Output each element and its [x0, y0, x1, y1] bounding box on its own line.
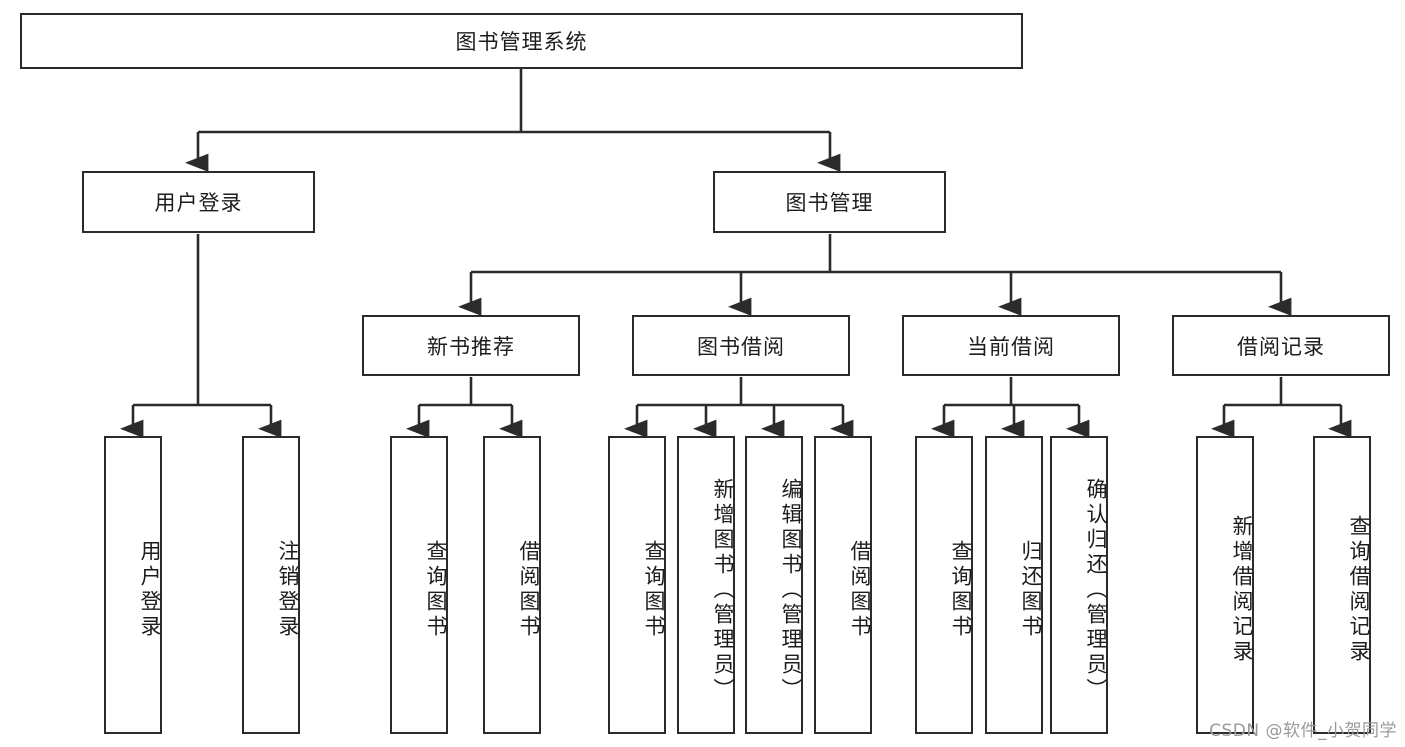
- node-label: 确认归还（管理员）: [1084, 477, 1108, 703]
- node-book-management[interactable]: 图书管理: [713, 171, 946, 233]
- node-label: 图书管理系统: [455, 30, 588, 54]
- node-label: 查询借阅记录: [1347, 515, 1371, 665]
- node-user-login[interactable]: 用户登录: [82, 171, 315, 233]
- leaf-user-login-logout[interactable]: 注销登录: [242, 436, 300, 734]
- leaf-borrow-query-book[interactable]: 查询图书: [608, 436, 666, 734]
- leaf-borrow-add-book-admin[interactable]: 新增图书（管理员）: [677, 436, 735, 734]
- node-label: 用户登录: [154, 191, 243, 215]
- node-label: 新书推荐: [427, 334, 515, 359]
- node-label: 新增图书（管理员）: [711, 477, 735, 703]
- leaf-recommend-query-book[interactable]: 查询图书: [390, 436, 448, 734]
- node-borrow-record[interactable]: 借阅记录: [1172, 315, 1390, 376]
- leaf-borrow-edit-book-admin[interactable]: 编辑图书（管理员）: [745, 436, 803, 734]
- leaf-user-login-login[interactable]: 用户登录: [104, 436, 162, 734]
- node-book-borrow[interactable]: 图书借阅: [632, 315, 850, 376]
- leaf-record-add-record[interactable]: 新增借阅记录: [1196, 436, 1254, 734]
- node-label: 图书管理: [785, 191, 874, 215]
- node-label: 借阅图书: [848, 540, 872, 640]
- leaf-recommend-borrow-book[interactable]: 借阅图书: [483, 436, 541, 734]
- node-label: 查询图书: [642, 540, 666, 640]
- node-root-system[interactable]: 图书管理系统: [20, 13, 1023, 69]
- leaf-current-return-book[interactable]: 归还图书: [985, 436, 1043, 734]
- node-label: 借阅记录: [1237, 334, 1325, 359]
- node-label: 归还图书: [1019, 540, 1043, 640]
- leaf-record-query-record[interactable]: 查询借阅记录: [1313, 436, 1371, 734]
- node-label: 用户登录: [138, 540, 162, 640]
- watermark-text: CSDN @软件_小贺同学: [1209, 721, 1397, 741]
- node-label: 注销登录: [276, 540, 300, 640]
- node-label: 查询图书: [949, 540, 973, 640]
- leaf-current-query-book[interactable]: 查询图书: [915, 436, 973, 734]
- node-label: 新增借阅记录: [1230, 515, 1254, 665]
- node-label: 当前借阅: [967, 334, 1055, 359]
- node-label: 查询图书: [424, 540, 448, 640]
- leaf-borrow-borrow-book[interactable]: 借阅图书: [814, 436, 872, 734]
- node-current-borrow[interactable]: 当前借阅: [902, 315, 1120, 376]
- node-new-book-recommend[interactable]: 新书推荐: [362, 315, 580, 376]
- node-label: 图书借阅: [697, 334, 785, 359]
- node-label: 借阅图书: [517, 540, 541, 640]
- leaf-current-confirm-return-admin[interactable]: 确认归还（管理员）: [1050, 436, 1108, 734]
- node-label: 编辑图书（管理员）: [779, 477, 803, 703]
